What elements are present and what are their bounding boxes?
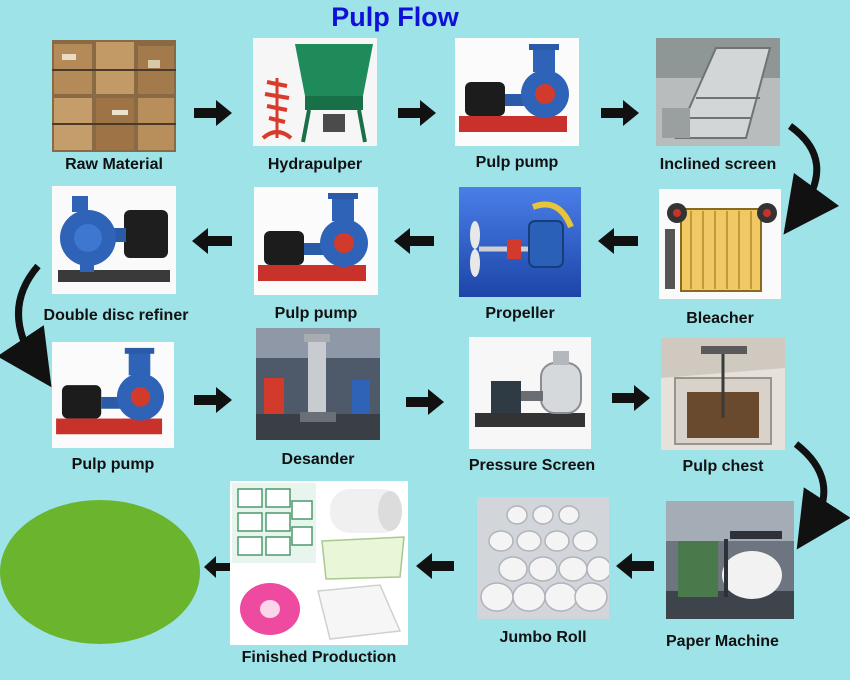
step-label: Pulp chest — [682, 458, 764, 475]
step-label: Hydrapulper — [267, 156, 363, 173]
step-label: Pulp pump — [71, 456, 155, 473]
paper-machine-image — [666, 501, 794, 619]
step-label: Jumbo Roll — [499, 629, 587, 646]
slurry-pump-image — [455, 38, 579, 146]
step-label: Pulp pump — [274, 305, 358, 322]
pulp-chest-image — [661, 338, 785, 450]
slurry-pump-image — [52, 342, 174, 448]
jumbo-rolls-image — [477, 497, 609, 619]
propeller-agitator-image — [459, 187, 581, 297]
double-disc-refiner-image — [52, 186, 176, 294]
step-label: Raw Material — [65, 156, 163, 173]
curved-arrow-icon — [783, 123, 840, 235]
step-label: Desander — [281, 451, 355, 468]
curved-arrow-icon — [793, 441, 850, 550]
arrow-right-icon — [398, 100, 436, 126]
arrow-right-icon — [194, 100, 232, 126]
tissue-products-image — [230, 481, 408, 645]
step-label: Paper Machine — [666, 633, 779, 650]
hydrapulper-machine-image — [253, 38, 377, 146]
arrow-left-icon — [394, 228, 434, 254]
desander-cleaner-image — [256, 328, 380, 440]
step-label: Finished Production — [241, 649, 397, 666]
curved-arrow-icon — [0, 263, 52, 388]
arrow-right-icon — [194, 387, 232, 413]
step-label: Inclined screen — [659, 156, 777, 173]
step-label: Pressure Screen — [468, 457, 596, 474]
arrow-left-icon — [598, 228, 638, 254]
arrow-right-icon — [406, 389, 444, 415]
arrow-right-icon — [601, 100, 639, 126]
arrow-right-icon — [612, 385, 650, 411]
waste-paper-bales-image — [52, 40, 176, 152]
diagram-title: Pulp Flow — [331, 2, 459, 32]
step-label: Bleacher — [686, 310, 754, 327]
step-label: Propeller — [485, 305, 555, 322]
inclined-screen-image — [656, 38, 780, 146]
end-marker-circle — [0, 498, 204, 646]
bleacher-tower-image — [659, 189, 781, 299]
arrow-left-icon — [616, 553, 654, 579]
pressure-screen-image — [469, 337, 591, 449]
step-label: Double disc refiner — [43, 307, 189, 324]
arrow-left-icon — [192, 228, 232, 254]
arrow-left-icon — [416, 553, 454, 579]
arrow-left-icon — [204, 556, 230, 578]
step-label: Pulp pump — [475, 154, 559, 171]
slurry-pump-image — [254, 187, 378, 295]
